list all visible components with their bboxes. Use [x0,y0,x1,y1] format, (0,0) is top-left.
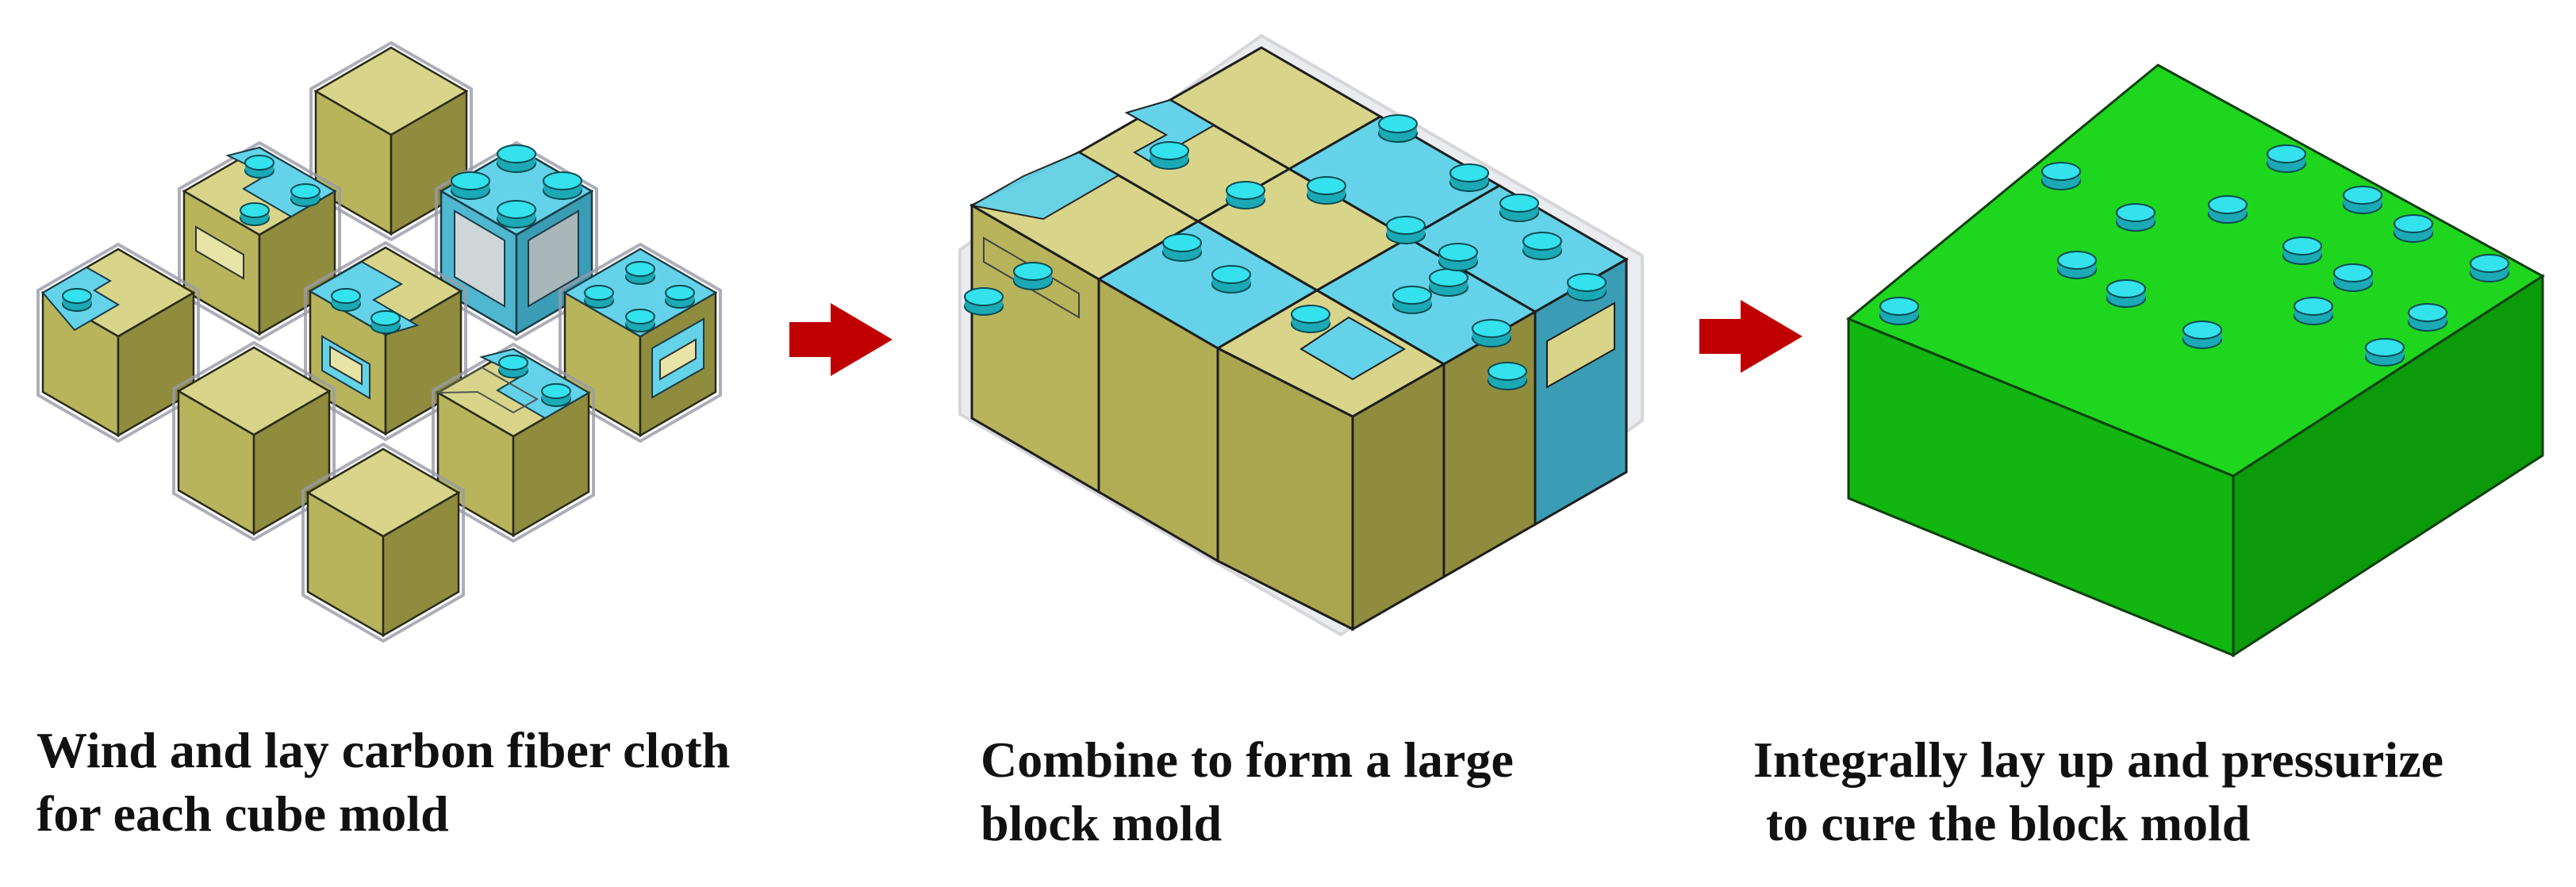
step-2-caption: Combine to form a large block mold [981,728,1514,855]
right-arrow-icon [789,303,893,376]
step-2-caption-line-2: block mold [981,795,1223,851]
cube-mold-group [36,41,722,643]
step-1-caption-line-2: for each cube mold [36,785,449,842]
step-3-caption-line-1: Integrally lay up and pressurize [1753,731,2444,788]
combined-mold [958,33,1644,637]
step-2-caption-line-1: Combine to form a large [981,731,1514,788]
step-1-caption-line-1: Wind and lay carbon fiber cloth [36,722,731,778]
cured-block [1846,63,2545,658]
step-1-caption: Wind and lay carbon fiber cloth for each… [36,719,730,846]
right-arrow-icon [1699,300,1802,373]
step-3-caption: Integrally lay up and pressurize to cure… [1753,728,2444,855]
step-3-caption-line-2: to cure the block mold [1753,795,2251,851]
